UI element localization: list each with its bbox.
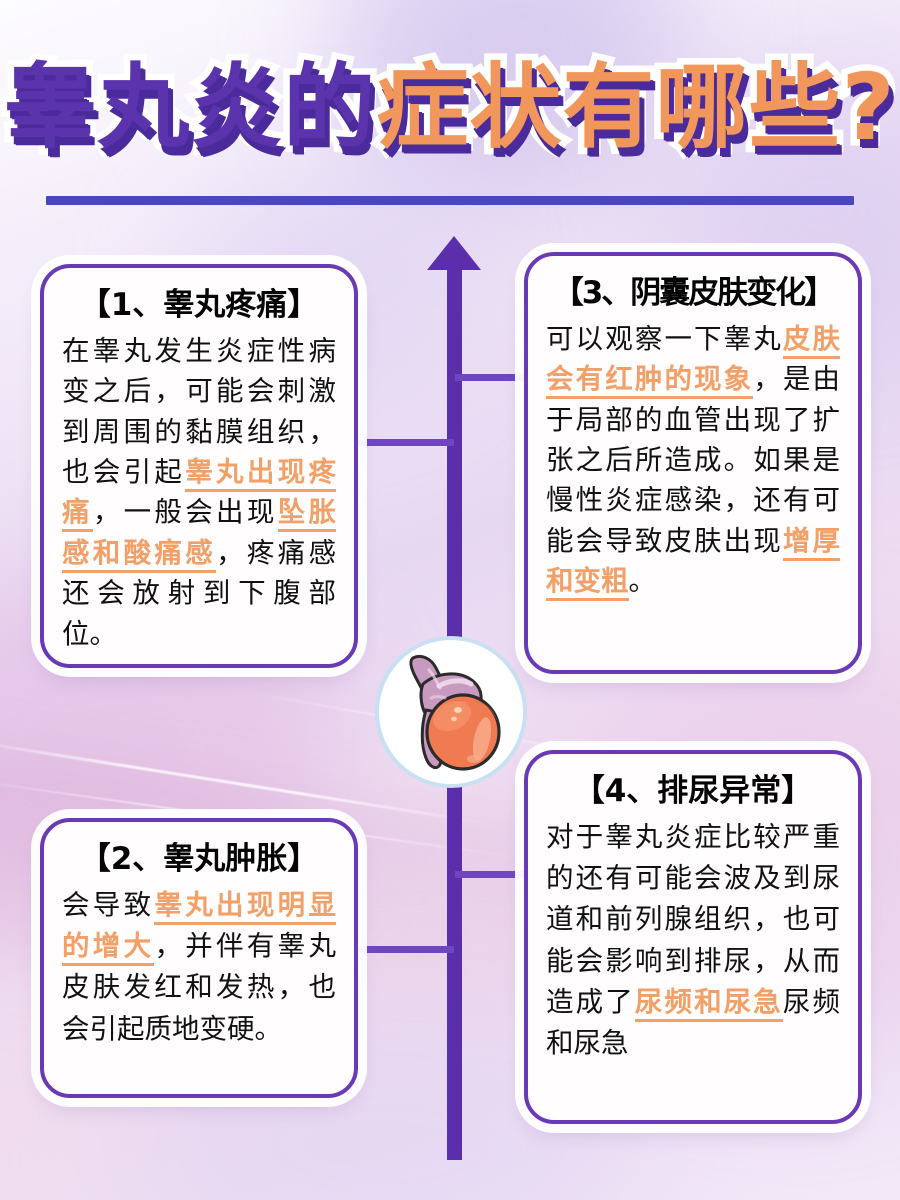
symptom-card-1[interactable]: 【1、睾丸疼痛】 在睾丸发生炎症性病变之后，可能会刺激到周围的黏膜组织，也会引起… — [40, 264, 358, 668]
body-text: ，一般会出现 — [92, 496, 278, 529]
symptom-card-2[interactable]: 【2、睾丸肿胀】 会导致睾丸出现明显的增大，并伴有睾丸皮肤发红和发热，也会引起质… — [40, 818, 358, 1098]
symptom-card-1-title: 【1、睾丸疼痛】 — [79, 287, 319, 323]
body-text: 尿频和尿急 — [546, 985, 841, 1059]
body-text: 可以观察一下睾丸 — [546, 322, 783, 355]
connector-line-card-1 — [356, 439, 454, 446]
connector-line-card-4 — [455, 871, 550, 878]
highlighted-text: 增厚和变粗 — [546, 524, 841, 602]
page-title-part-primary: 睾丸炎的 — [0, 54, 382, 161]
highlighted-text: 睾丸出现明显的增大 — [62, 888, 336, 966]
connector-line-card-3 — [455, 374, 550, 381]
symptom-card-1-body: 在睾丸发生炎症性病变之后，可能会刺激到周围的黏膜组织，也会引起睾丸出现疼痛，一般… — [62, 331, 336, 654]
body-text: ，是由于局部的血管出现了扩张之后所造成。如果是慢性炎症感染，还有可能会导致皮肤出… — [546, 363, 841, 557]
body-text: ，疼痛感还会放射到下腹部位。 — [62, 536, 336, 650]
title-divider — [46, 196, 854, 205]
highlighted-text: 睾丸出现疼痛 — [62, 456, 336, 533]
symptom-card-4[interactable]: 【4、排尿异常】 对于睾丸炎症比较严重的还有可能会波及到尿道和前列腺组织，也可能… — [524, 750, 862, 1124]
symptom-card-4-body: 对于睾丸炎症比较严重的还有可能会波及到尿道和前列腺组织，也可能会影响到排尿，从而… — [546, 817, 840, 1065]
symptom-card-2-body: 会导致睾丸出现明显的增大，并伴有睾丸皮肤发红和发热，也会引起质地变硬。 — [62, 885, 336, 1050]
body-text: 会导致 — [62, 888, 155, 921]
symptom-card-3-body: 可以观察一下睾丸皮肤会有红肿的现象，是由于局部的血管出现了扩张之后所造成。如果是… — [546, 319, 841, 602]
testicle-anatomy-illustration — [375, 636, 527, 788]
symptom-card-4-title: 【4、排尿异常】 — [573, 773, 813, 809]
body-text: 对于睾丸炎症比较严重的还有可能会波及到尿道和前列腺组织，也可能会影响到排尿，从而… — [546, 820, 840, 1018]
highlighted-text: 尿频和尿急 — [634, 985, 783, 1022]
body-text: 。 — [628, 565, 657, 598]
body-text: ，并伴有睾丸皮肤发红和发热，也会引起质地变硬。 — [62, 930, 336, 1045]
symptom-card-3-title: 【3、阴囊皮肤变化】 — [552, 275, 836, 311]
symptom-card-3[interactable]: 【3、阴囊皮肤变化】 可以观察一下睾丸皮肤会有红肿的现象，是由于局部的血管出现了… — [524, 252, 862, 674]
page-title: 睾丸炎的症状有哪些? — [0, 54, 900, 161]
highlighted-text: 坠胀感和酸痛感 — [62, 496, 336, 573]
highlighted-text: 皮肤会有红肿的现象 — [546, 322, 841, 400]
body-text: 在睾丸发生炎症性病变之后，可能会刺激到周围的黏膜组织，也会引起 — [62, 334, 336, 489]
symptom-card-2-title: 【2、睾丸肿胀】 — [79, 841, 319, 877]
page-title-part-accent: 症状有哪些? — [370, 54, 900, 161]
connector-line-card-2 — [356, 946, 454, 953]
